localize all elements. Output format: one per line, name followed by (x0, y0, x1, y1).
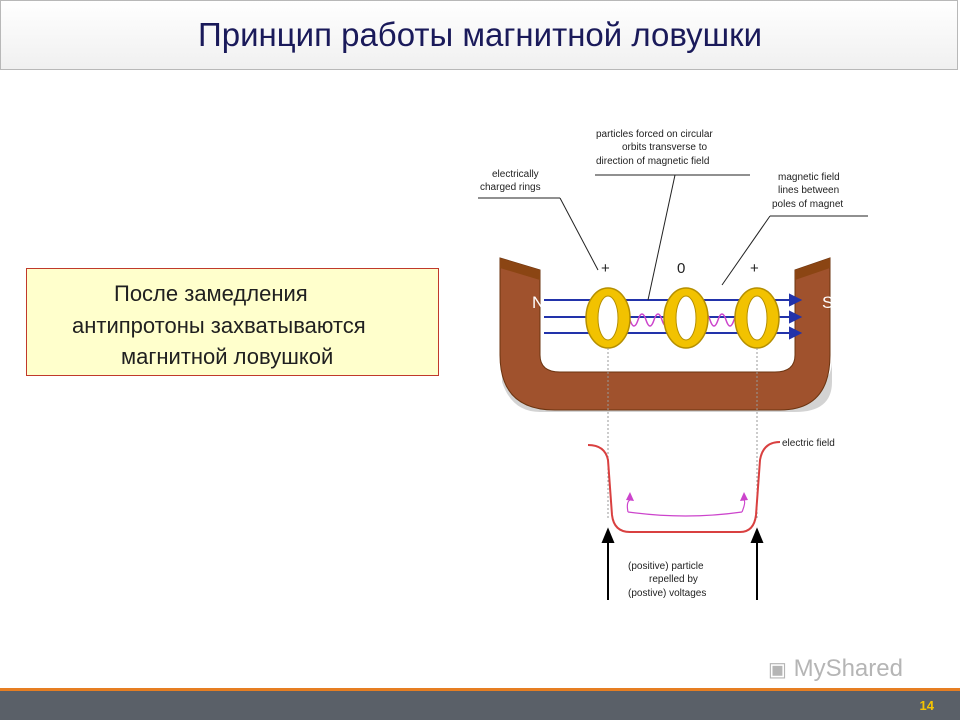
footer-bar (0, 691, 960, 720)
electric-field-curve (587, 441, 781, 533)
label-orbits-3: direction of magnetic field (596, 156, 709, 167)
callout-line-1: После замедления (114, 281, 308, 306)
u-magnet (499, 257, 831, 411)
label-orbits-1: particles forced on circular (596, 129, 713, 140)
ring-charge-center: 0 (677, 260, 685, 277)
pole-north: N (532, 293, 544, 312)
ring-charge-left: + (601, 260, 610, 277)
footer-accent-line (0, 688, 960, 691)
pole-south: S (822, 293, 833, 312)
label-rings-1: electrically (492, 169, 539, 180)
repelled-arrowhead-right (740, 492, 748, 501)
magnet-top-left (500, 258, 540, 280)
projection-lines (607, 348, 758, 520)
callout-line-2: антипротоны захватываются (72, 313, 366, 338)
label-rings-2: charged rings (480, 182, 541, 193)
label-repelled-1: (positive) particle (628, 561, 704, 572)
label-field-3: poles of magnet (772, 199, 843, 210)
callout-line-3: магнитной ловушкой (121, 344, 334, 369)
voltage-arrows (601, 527, 764, 600)
label-field-1: magnetic field (778, 172, 840, 183)
leader-lines (478, 174, 868, 301)
ring-charge-right: + (750, 260, 759, 277)
charged-rings (585, 287, 780, 349)
watermark: ▣ MyShared (768, 655, 903, 683)
callout-box: После замедления антипротоны захватывают… (26, 268, 439, 376)
watermark-text: MyShared (793, 655, 903, 682)
label-repelled-3: (postive) voltages (628, 588, 706, 599)
watermark-logo-icon: ▣ (768, 659, 787, 681)
repelled-particle-arrow (626, 499, 746, 517)
label-field-2: lines between (778, 185, 839, 196)
label-repelled-2: repelled by (649, 574, 698, 585)
magnet-top-right (795, 258, 830, 280)
repelled-arrowhead-left (626, 492, 634, 501)
label-orbits-2: orbits transverse to (622, 142, 707, 153)
label-electric-field: electric field (782, 438, 835, 449)
slide-title: Принцип работы магнитной ловушки (198, 16, 762, 53)
title-bar (0, 0, 958, 70)
magnetic-trap-diagram: N S + 0 + electrically charged rings par… (478, 129, 868, 600)
page-number: 14 (919, 698, 934, 713)
